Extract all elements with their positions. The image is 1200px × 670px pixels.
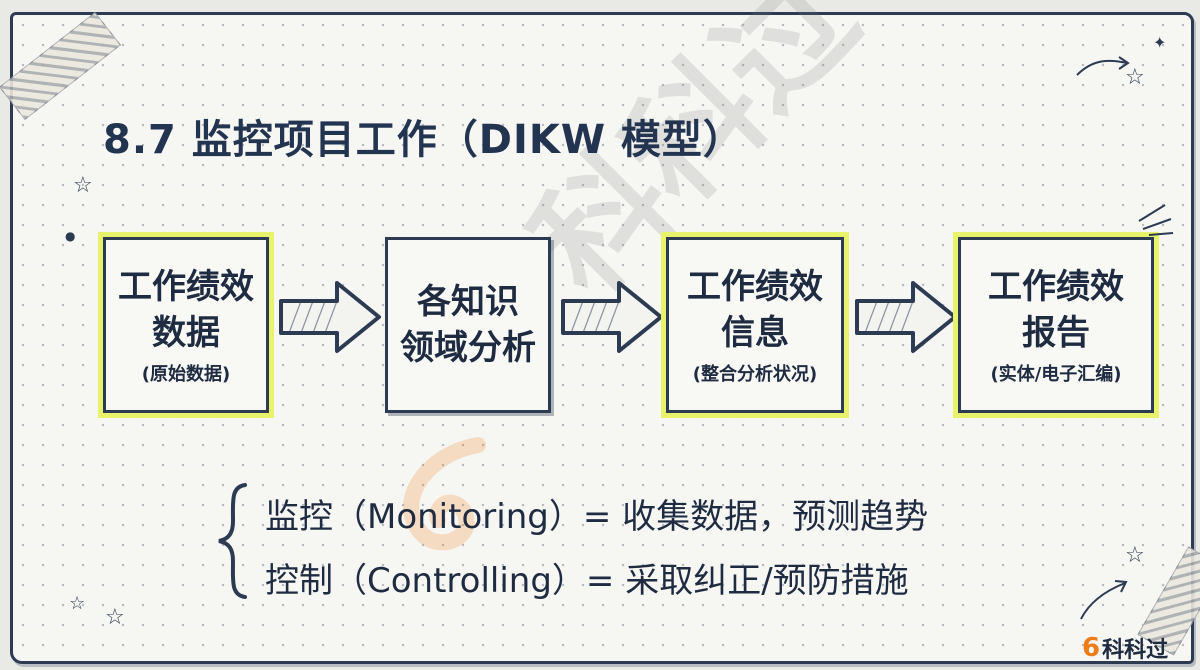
curly-brace-icon (218, 483, 247, 599)
curved-arrow-icon (1076, 56, 1130, 76)
box-label: 领域分析 (400, 328, 536, 368)
dikw-box-analysis: 各知识 领域分析 (385, 237, 551, 413)
box-label: 各知识 (417, 282, 519, 322)
arrow-right-icon (855, 281, 957, 353)
box-sublabel: (原始数据) (141, 364, 231, 385)
star-doodle-icon: ☆ (105, 605, 125, 630)
curved-arrow-icon (1080, 580, 1128, 620)
box-label: 工作绩效 (687, 267, 823, 307)
dikw-box-data: 工作绩效 数据 (原始数据) (103, 237, 269, 413)
star-doodle-icon: ☆ (69, 593, 86, 614)
definition-monitoring: 监控（Monitoring）= 收集数据，预测趋势 (265, 497, 929, 537)
brand-logo-icon: 6 (1082, 633, 1101, 663)
box-label: 工作绩效 (988, 267, 1124, 307)
emphasis-lines-icon (1138, 204, 1174, 236)
dot-doodle-icon: ● (65, 229, 76, 243)
box-label: 数据 (152, 313, 220, 353)
watermark-logo-icon (403, 437, 486, 551)
box-sublabel: (实体/电子汇编) (990, 364, 1122, 385)
box-label: 工作绩效 (118, 267, 254, 307)
arrow-right-icon (561, 281, 663, 353)
dikw-box-information: 工作绩效 信息 (整合分析状况) (666, 237, 844, 413)
star-doodle-icon: ☆ (1125, 543, 1145, 568)
definition-controlling: 控制（Controlling）= 采取纠正/预防措施 (265, 561, 909, 601)
star-doodle-icon: ☆ (73, 173, 93, 198)
star-doodle-icon: ☆ (1125, 65, 1145, 90)
arrow-right-icon (279, 281, 381, 353)
brand-logo-text: 科科过 (1102, 638, 1169, 663)
brand-logo: 6 科科过 (1082, 632, 1168, 664)
dikw-box-report: 工作绩效 报告 (实体/电子汇编) (958, 237, 1154, 413)
tape-decoration (0, 11, 121, 121)
box-sublabel: (整合分析状况) (692, 364, 818, 385)
box-label: 报告 (1022, 313, 1090, 353)
box-label: 信息 (721, 313, 789, 353)
page-title: 8.7 监控项目工作（DIKW 模型） (103, 117, 744, 163)
sparkle-doodle-icon: ✦ (1153, 33, 1167, 52)
